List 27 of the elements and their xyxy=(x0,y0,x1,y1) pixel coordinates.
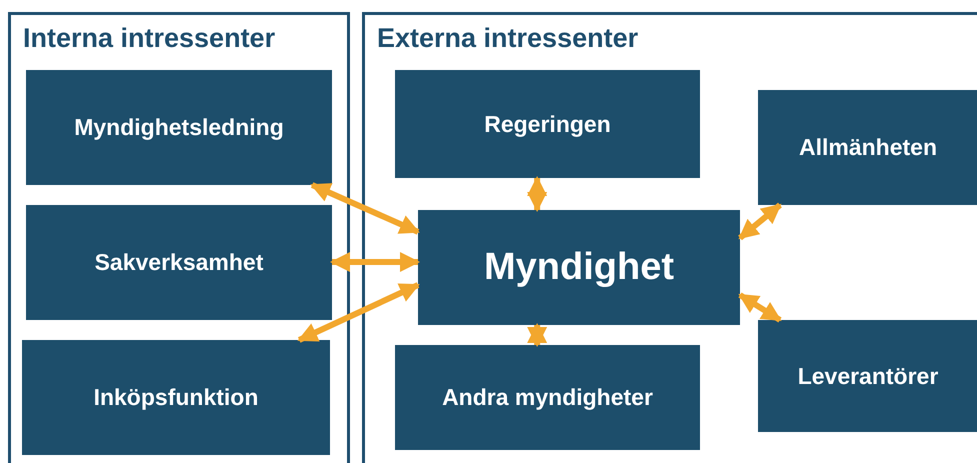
box-label: Andra myndigheter xyxy=(442,384,653,411)
double-arrow xyxy=(310,182,420,235)
box-label: Leverantörer xyxy=(798,362,938,390)
box-label: Allmänheten xyxy=(798,134,938,161)
double-arrow xyxy=(330,252,420,272)
stakeholder-box xyxy=(395,345,700,450)
stakeholder-box xyxy=(22,340,330,455)
double-arrow xyxy=(297,282,420,343)
group-panel xyxy=(8,12,350,463)
panel-title: Externa intressenter xyxy=(377,23,638,54)
box-label: Sakverksamhet xyxy=(94,249,264,276)
double-arrow xyxy=(738,292,782,323)
panel-title: Interna intressenter xyxy=(23,23,276,54)
double-arrow xyxy=(738,202,782,240)
box-label: Myndighet xyxy=(484,246,674,289)
double-arrow xyxy=(527,323,548,347)
box-label: Myndighetsledning xyxy=(74,114,284,141)
stakeholder-box xyxy=(758,90,977,205)
central-box xyxy=(418,210,740,325)
double-arrow xyxy=(527,176,548,212)
box-label: Inköpsfunktion xyxy=(94,384,258,411)
stakeholder-box xyxy=(395,70,700,178)
box-label: Regeringen xyxy=(484,110,611,138)
stakeholder-box xyxy=(26,205,332,320)
group-panel xyxy=(362,12,977,463)
stakeholder-box xyxy=(26,70,332,185)
stakeholder-box xyxy=(758,320,977,432)
